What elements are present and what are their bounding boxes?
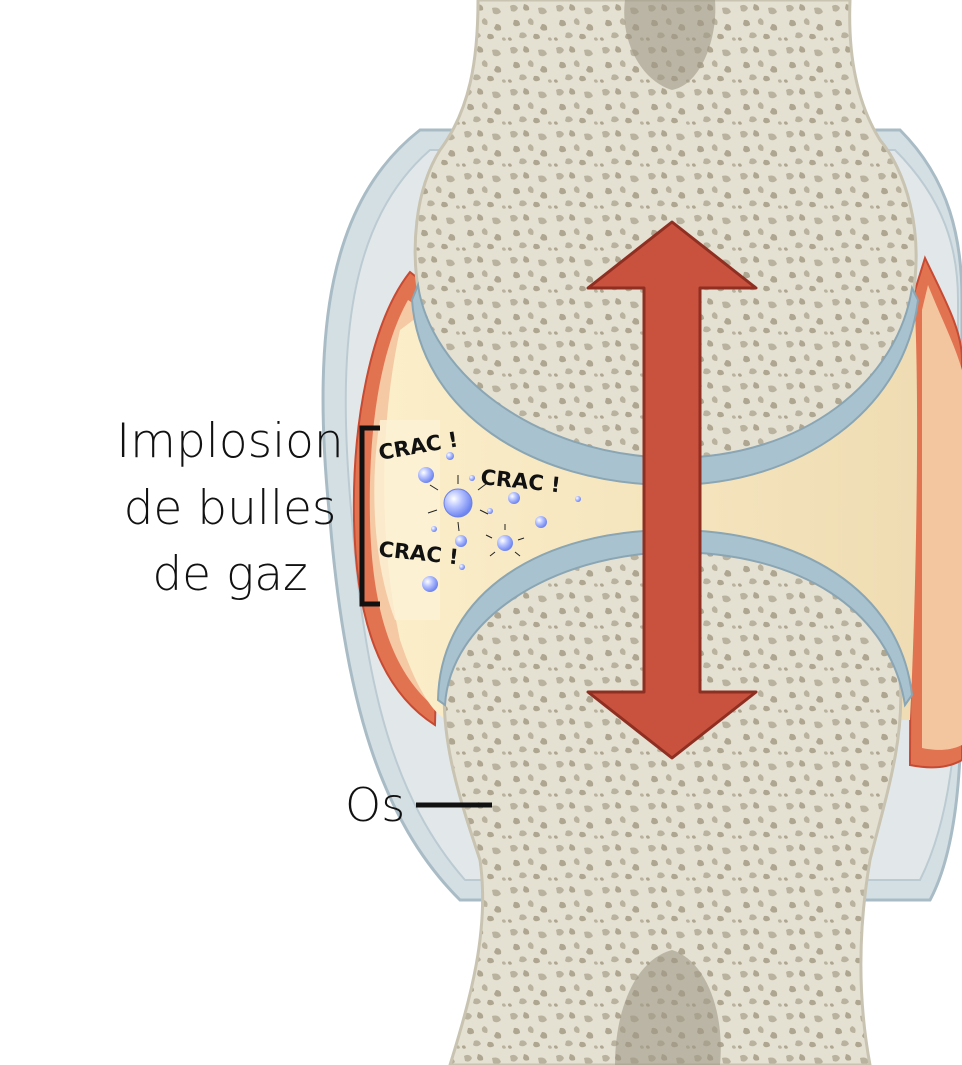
label-implosion-line1: Implosion xyxy=(116,414,343,469)
upper-cartilage xyxy=(410,281,920,487)
label-implosion-line2: de bulles xyxy=(124,481,337,536)
bubble-implosion-label: Implosion de bulles de gaz xyxy=(116,414,343,602)
double-arrow-icon xyxy=(586,220,758,760)
gas-bubble-icon xyxy=(418,452,581,592)
bone-label: Os xyxy=(345,778,405,832)
lower-cartilage xyxy=(436,528,914,708)
label-bracket xyxy=(359,425,380,607)
lower-bone xyxy=(442,546,903,1065)
label-implosion-line3: de gaz xyxy=(152,547,307,602)
